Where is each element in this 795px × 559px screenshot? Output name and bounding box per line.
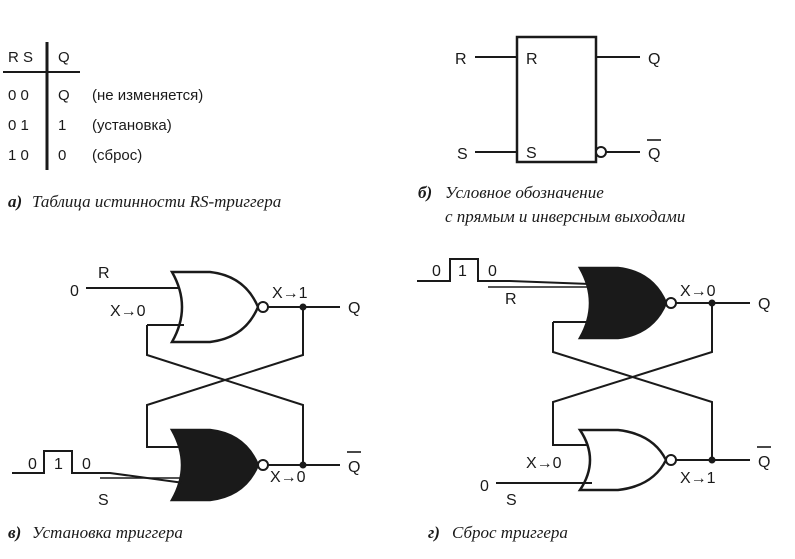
- caption-b-line1: Условное обозначение: [445, 183, 604, 202]
- trigger-symbol: R R S S Q Q б) Условное обозначение с пр…: [418, 35, 685, 226]
- reset-pulse-value: 0: [432, 263, 441, 280]
- set-input-r-value: 0: [70, 283, 79, 300]
- table-row-output: 1: [58, 117, 66, 134]
- symbol-inner-s-label: S: [526, 145, 537, 162]
- reset-circuit: 0 1 0 R X→0 Q X→1 Q X→0 0 S г) Сброс три…: [417, 258, 771, 542]
- reset-output-qbar-label: Q: [758, 454, 770, 471]
- symbol-inner-r-label: R: [526, 51, 538, 68]
- symbol-input-r-label: R: [455, 51, 467, 68]
- set-circuit: R 0 X→1 Q X→0 X→0 Q 0 1 0 S в) Установка…: [8, 265, 361, 542]
- reset-feedback-bottom-label: X→0: [526, 455, 562, 472]
- set-input-s-label: S: [98, 492, 109, 509]
- set-out-top-label: X→1: [272, 285, 308, 302]
- caption-g-letter: г): [428, 523, 440, 542]
- caption-v-letter: в): [8, 523, 21, 542]
- reset-pulse-value: 1: [458, 263, 467, 280]
- reset-input-r-label: R: [505, 291, 517, 308]
- caption-g-text: Сброс триггера: [452, 523, 568, 542]
- set-cross-wire-1: [146, 325, 304, 447]
- set-bottom-gate-bubble: [257, 459, 269, 471]
- reset-out-top-label: X→0: [680, 283, 716, 300]
- table-row-inputs: 0 1: [8, 117, 29, 134]
- caption-v-text: Установка триггера: [32, 523, 183, 542]
- reset-bottom-junction: [708, 456, 716, 464]
- reset-input-s-value: 0: [480, 478, 489, 495]
- set-pulse-value: 0: [28, 456, 37, 473]
- reset-input-s-label: S: [506, 492, 517, 509]
- set-input-s-pulse: [12, 450, 185, 484]
- set-output-q-label: Q: [348, 300, 360, 317]
- reset-top-nor-gate: [577, 266, 668, 340]
- symbol-output-q-label: Q: [648, 51, 660, 68]
- reset-input-r-pulse: [417, 258, 591, 285]
- reset-out-bottom-label: X→1: [680, 470, 716, 487]
- reset-output-q-label: Q: [758, 296, 770, 313]
- table-row-note: (не изменяется): [92, 87, 203, 104]
- table-row-note: (сброс): [92, 147, 142, 164]
- set-pulse-value: 0: [82, 456, 91, 473]
- set-cross-wire-2: [146, 307, 304, 448]
- set-top-nor-gate: [169, 270, 260, 344]
- set-input-r-label: R: [98, 265, 110, 282]
- table-row-output: Q: [58, 87, 70, 104]
- symbol-output-qbar-label: Q: [648, 146, 660, 163]
- symbol-input-s-label: S: [457, 146, 468, 163]
- set-bottom-nor-gate: [169, 428, 260, 502]
- reset-bottom-gate-bubble: [665, 454, 677, 466]
- set-feedback-top-label: X→0: [110, 303, 146, 320]
- symbol-box: [515, 35, 598, 164]
- caption-a-text: Таблица истинности RS-триггера: [32, 192, 281, 211]
- table-row-note: (установка): [92, 117, 172, 134]
- set-top-gate-bubble: [257, 301, 269, 313]
- reset-top-gate-bubble: [665, 297, 677, 309]
- caption-b-letter: б): [418, 183, 432, 202]
- reset-cross-wire-2: [552, 303, 713, 446]
- table-row-inputs: 1 0: [8, 147, 29, 164]
- table-header-inputs: R S: [8, 49, 33, 66]
- set-out-bottom-label: X→0: [270, 469, 306, 486]
- table-row-inputs: 0 0: [8, 87, 29, 104]
- table-row-output: 0: [58, 147, 66, 164]
- reset-pulse-value: 0: [488, 263, 497, 280]
- truth-table: R S Q 0 0 Q (не изменяется) 0 1 1 (устан…: [3, 42, 281, 211]
- reset-bottom-nor-gate: [577, 428, 668, 492]
- set-output-qbar-label: Q: [348, 459, 360, 476]
- set-pulse-value: 1: [54, 456, 63, 473]
- table-header-output: Q: [58, 49, 70, 66]
- symbol-inversion-bubble: [595, 146, 607, 158]
- caption-a-letter: а): [8, 192, 22, 211]
- caption-b-line2: с прямым и инверсным выходами: [445, 207, 685, 226]
